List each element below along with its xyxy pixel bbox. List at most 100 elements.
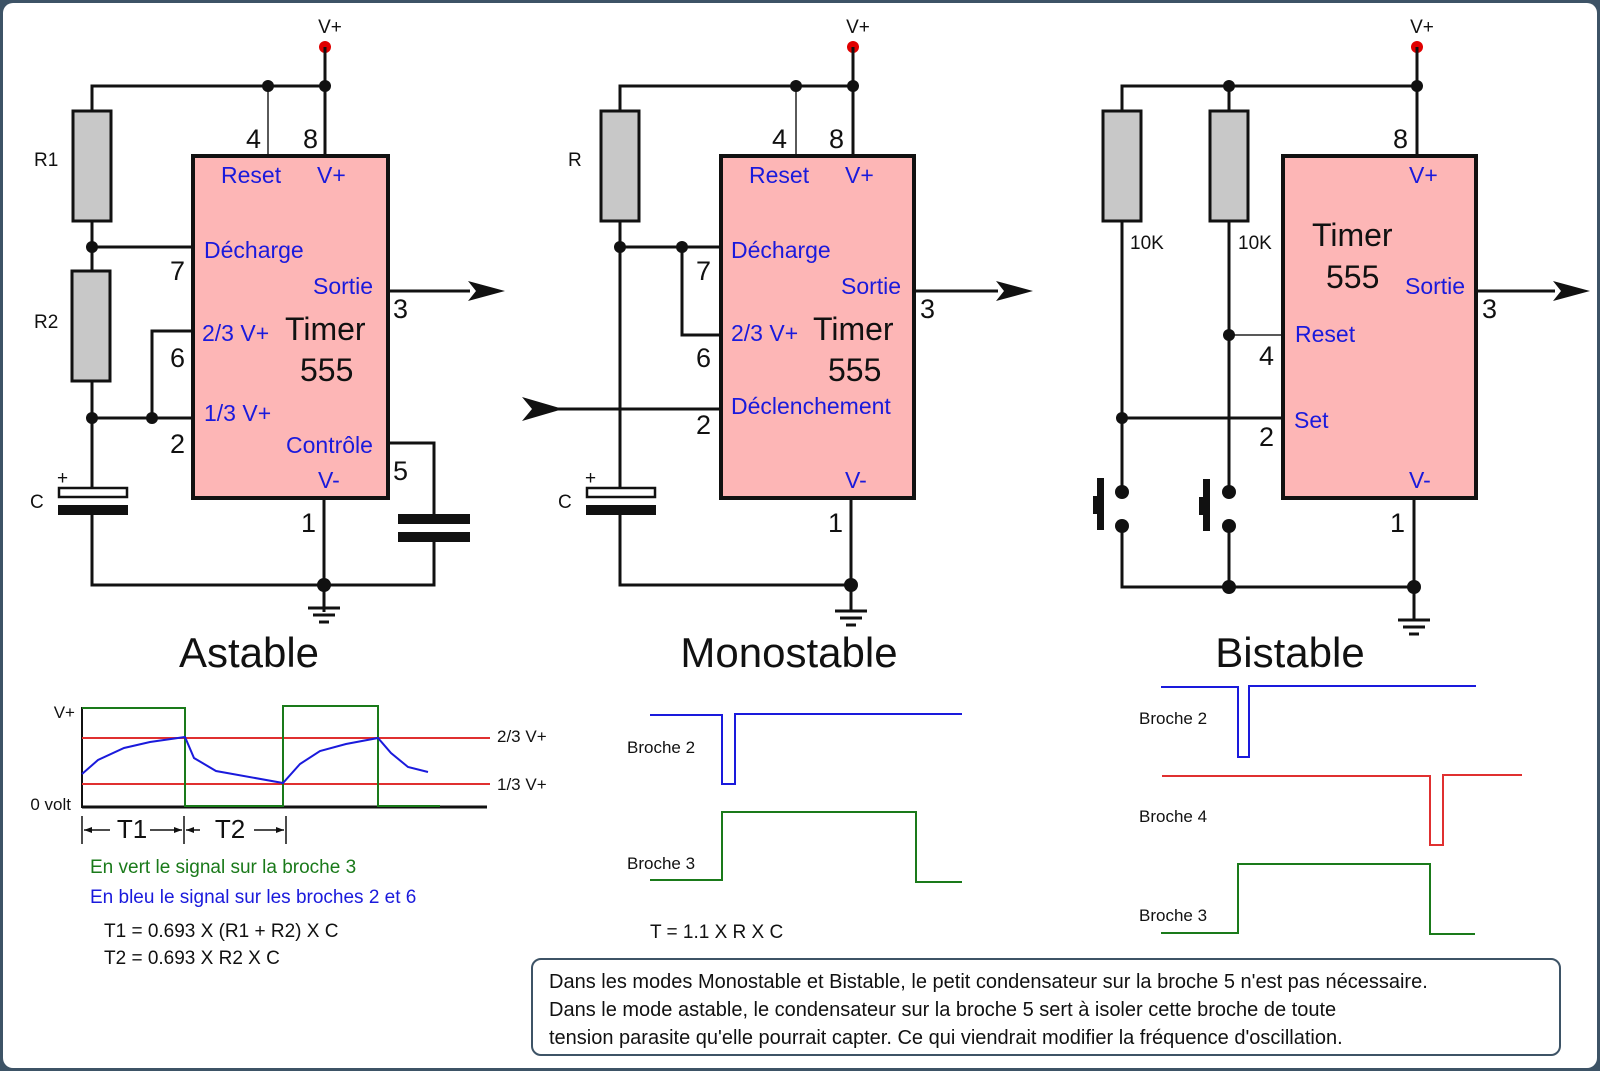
junction-dot bbox=[1223, 80, 1235, 92]
monostable-title: Monostable bbox=[680, 629, 897, 676]
capacitor-polarity: + bbox=[57, 468, 68, 489]
pin-function-label: V- bbox=[318, 467, 340, 493]
pin-function-label: Sortie bbox=[313, 273, 373, 299]
y-bottom-label: 0 volt bbox=[30, 795, 71, 814]
astable-supply-label: V+ bbox=[318, 17, 342, 38]
capacitor-c-plate bbox=[57, 486, 129, 499]
pin3-signal-line bbox=[650, 811, 962, 883]
junction-dot bbox=[790, 80, 802, 92]
pin4-label: Broche 4 bbox=[1139, 807, 1207, 826]
pin-number: 4 bbox=[772, 124, 787, 154]
junction-dot bbox=[262, 80, 274, 92]
trigger-arrow-icon bbox=[522, 397, 563, 421]
wire bbox=[150, 329, 193, 418]
junction-dot bbox=[614, 241, 626, 253]
junction-dot bbox=[1407, 580, 1421, 594]
pin-function-label: Reset bbox=[1295, 321, 1356, 347]
pin2-signal-line bbox=[1161, 685, 1476, 758]
junction-dot bbox=[847, 80, 859, 92]
pin-function-label: Déclenchement bbox=[731, 393, 891, 419]
t2-label: T2 bbox=[215, 814, 245, 844]
pin-number: 2 bbox=[696, 410, 711, 440]
legend-blue-text: En bleu le signal sur les broches 2 et 6 bbox=[90, 887, 416, 908]
capacitor-pin5-plate bbox=[398, 514, 470, 524]
pin-number: 3 bbox=[1482, 294, 1497, 324]
pin-function-label: 2/3 V+ bbox=[202, 320, 269, 346]
astable-title: Astable bbox=[179, 629, 319, 676]
ground-icon bbox=[308, 606, 340, 624]
formula-t: T = 1.1 X R X C bbox=[650, 922, 783, 943]
chip-title: Timer bbox=[1312, 217, 1393, 253]
r-label: R bbox=[568, 150, 582, 171]
pin-number: 2 bbox=[170, 429, 185, 459]
formula-t1: T1 = 0.693 X (R1 + R2) X C bbox=[104, 921, 338, 942]
pin-number: 7 bbox=[170, 256, 185, 286]
resistor-r1 bbox=[71, 109, 113, 223]
pin-number: 8 bbox=[1393, 124, 1408, 154]
capacitor-c-plate bbox=[58, 505, 128, 515]
pin-number: 4 bbox=[1259, 341, 1274, 371]
pin-function-label: Reset bbox=[749, 162, 810, 188]
ground-icon bbox=[1398, 618, 1430, 636]
chip-title: 555 bbox=[300, 352, 353, 388]
astable-circuit: V+ R1 R2 + C bbox=[30, 17, 505, 676]
bistable-supply-label: V+ bbox=[1410, 17, 1434, 38]
junction-dot bbox=[1223, 329, 1235, 341]
pushbutton-reset-icon bbox=[1199, 479, 1236, 533]
pin-number: 5 bbox=[393, 456, 408, 486]
threshold-high-label: 2/3 V+ bbox=[497, 727, 547, 746]
junction-dot bbox=[146, 412, 158, 424]
astable-waveform: V+ 0 volt 2/3 V+ 1/3 V+ T1 T2 En vert le… bbox=[30, 703, 546, 969]
pin-function-label: Contrôle bbox=[286, 432, 373, 458]
output-arrow-icon bbox=[1553, 281, 1590, 301]
junction-dot bbox=[1222, 580, 1236, 594]
monostable-waveform: Broche 2 Broche 3 T = 1.1 X R X C bbox=[627, 713, 962, 943]
pin-number: 1 bbox=[828, 508, 843, 538]
pin-number: 6 bbox=[696, 343, 711, 373]
wire bbox=[618, 84, 853, 111]
wire bbox=[1120, 84, 1417, 111]
pin3-signal-line bbox=[1161, 863, 1475, 935]
junction-dot bbox=[1411, 80, 1423, 92]
legend-green-text: En vert le signal sur la broche 3 bbox=[90, 857, 356, 878]
pin-function-label: V+ bbox=[1409, 162, 1438, 188]
bistable-waveform: Broche 2 Broche 4 Broche 3 bbox=[1139, 685, 1522, 935]
wire bbox=[618, 515, 851, 587]
note-line: tension parasite qu'elle pourrait capter… bbox=[549, 1027, 1343, 1049]
pin-number: 8 bbox=[303, 124, 318, 154]
chip-title: Timer bbox=[285, 311, 366, 347]
resistor-10k-left bbox=[1101, 109, 1143, 223]
wire bbox=[90, 515, 436, 587]
wire bbox=[388, 441, 436, 518]
chip-title: Timer bbox=[813, 311, 894, 347]
monostable-circuit: V+ R + C 4 8 7 6 2 bbox=[522, 17, 1033, 676]
timer-555-chip bbox=[191, 154, 390, 500]
output-arrow-icon bbox=[996, 281, 1033, 301]
note-box: Dans les modes Monostable et Bistable, l… bbox=[531, 958, 1561, 1056]
pin4-signal-line bbox=[1162, 774, 1522, 846]
junction-dot bbox=[844, 578, 858, 592]
c-label: C bbox=[558, 492, 572, 513]
pin-function-label: V+ bbox=[845, 162, 874, 188]
chip-title: 555 bbox=[1326, 259, 1379, 295]
r2-label: R2 bbox=[34, 312, 58, 333]
resistor-value-label: 10K bbox=[1130, 233, 1164, 254]
pin2-label: Broche 2 bbox=[627, 738, 695, 757]
resistor-10k-right bbox=[1208, 109, 1250, 223]
pin-number: 7 bbox=[696, 256, 711, 286]
capacitor-c-plate bbox=[585, 486, 657, 499]
pin-number: 6 bbox=[170, 343, 185, 373]
output-arrow-icon bbox=[468, 281, 505, 301]
wire bbox=[680, 247, 721, 337]
timer-555-chip bbox=[719, 154, 916, 500]
junction-dot bbox=[317, 578, 331, 592]
note-line: Dans le mode astable, le condensateur su… bbox=[549, 999, 1337, 1021]
pin3-label: Broche 3 bbox=[1139, 906, 1207, 925]
r1-label: R1 bbox=[34, 150, 58, 171]
pin-function-label: 1/3 V+ bbox=[204, 400, 271, 426]
pin-function-label: Décharge bbox=[731, 237, 831, 263]
pin-function-label: Reset bbox=[221, 162, 282, 188]
capacitor-signal-line bbox=[81, 735, 429, 785]
note-line: Dans les modes Monostable et Bistable, l… bbox=[549, 971, 1428, 993]
